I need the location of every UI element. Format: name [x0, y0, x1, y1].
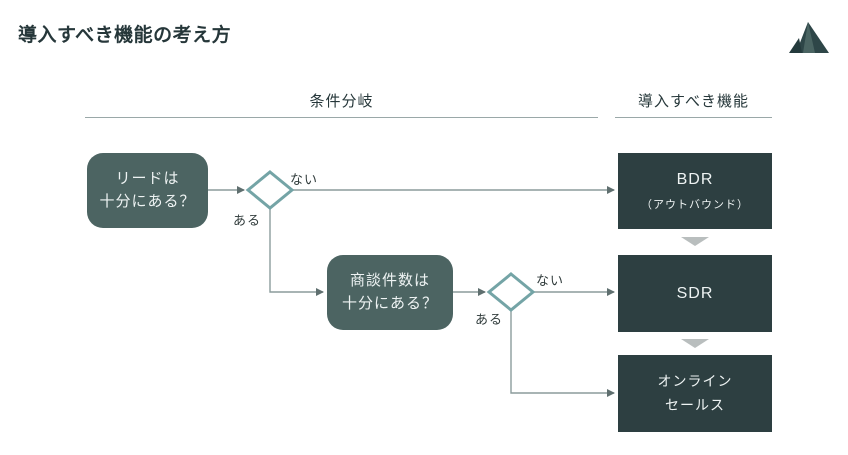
decision-diamond-deals	[486, 272, 536, 312]
question-box-deals: 商談件数は 十分にある？	[327, 255, 453, 330]
pyramid-icon-ridge	[803, 22, 815, 53]
decision-diamond-leads	[245, 170, 295, 210]
branch2-yes-label: ある	[475, 312, 504, 327]
question-box-leads: リードは 十分にある？	[87, 153, 208, 228]
outcome-online-line1: オンライン	[657, 373, 733, 390]
branch1-no-label: ない	[290, 172, 319, 187]
question-box-deals-line1: 商談件数は	[349, 272, 430, 289]
outcome-online-line2: セールス	[665, 396, 725, 413]
question-box-deals-line2: 十分にある？	[341, 294, 438, 312]
features-underline	[615, 117, 772, 118]
branch1-yes-label: ある	[233, 213, 262, 228]
outcome-box-bdr: BDR （アウトバウンド）	[618, 153, 772, 229]
connector-diamond2-yes-to-online	[510, 311, 615, 397]
conditions-underline	[85, 117, 598, 118]
outcome-sdr-title: SDR	[676, 284, 714, 302]
page-title: 導入すべき機能の考え方	[18, 25, 232, 46]
chevron-down-icon	[681, 237, 709, 246]
branch2-no-label: ない	[536, 273, 565, 288]
column-header-conditions: 条件分岐	[309, 93, 374, 110]
pyramid-icon-foothill	[789, 38, 802, 53]
outcome-box-sdr: SDR	[618, 255, 772, 332]
pyramid-icon	[789, 22, 829, 53]
question-box-leads-line2: 十分にある？	[99, 192, 196, 210]
connector-diamond1-yes-to-q2	[269, 209, 324, 296]
question-box-leads-line1: リードは	[115, 170, 180, 187]
outcome-bdr-title: BDR	[676, 170, 714, 188]
chevron-down-icon	[681, 339, 709, 348]
outcome-box-online-sales: オンライン セールス	[618, 355, 772, 432]
column-header-features: 導入すべき機能	[638, 93, 749, 110]
outcome-bdr-subtitle: （アウトバウンド）	[641, 198, 749, 211]
